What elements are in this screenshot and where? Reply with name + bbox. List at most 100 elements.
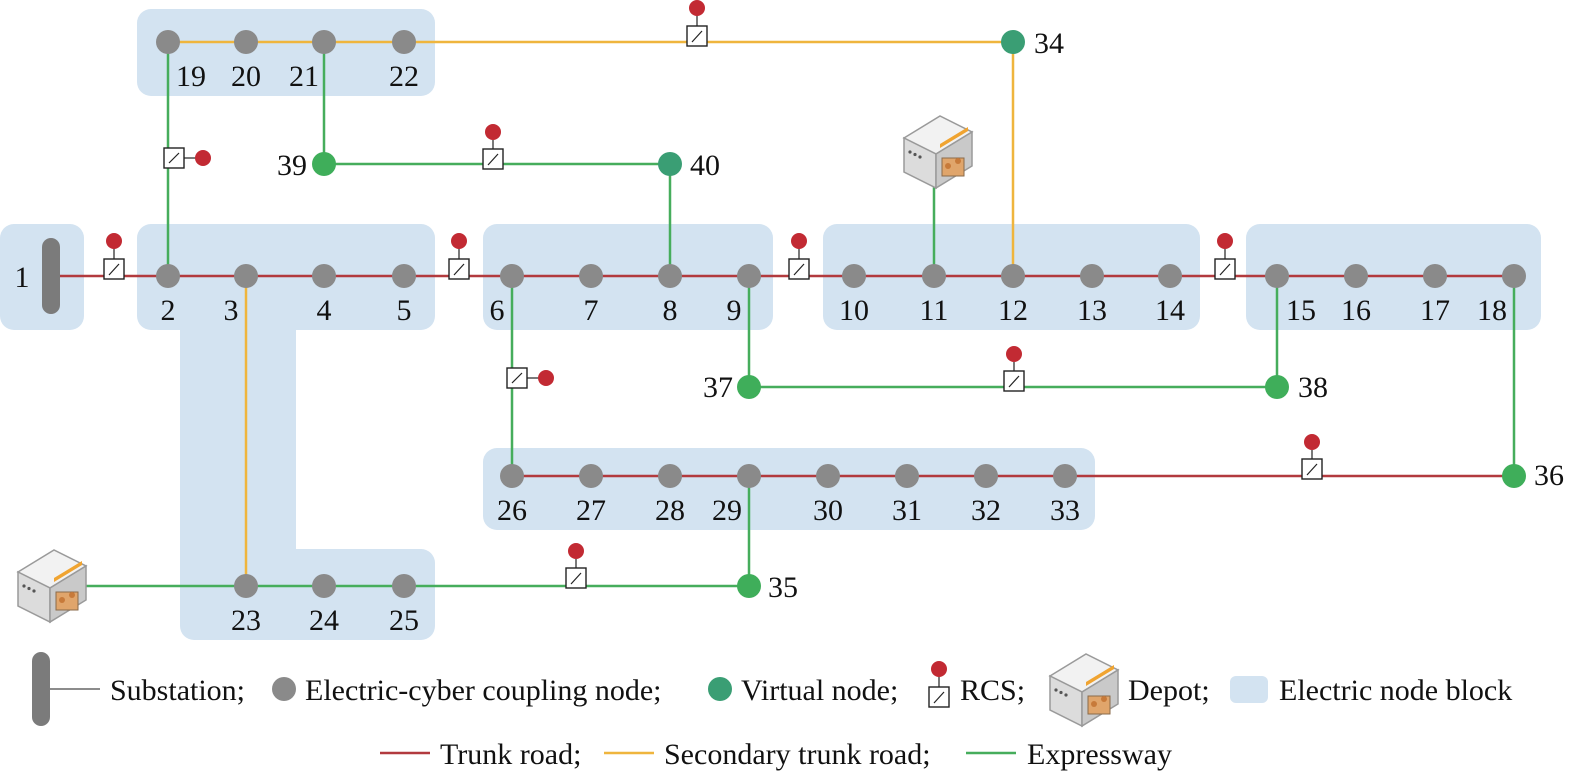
rcs-icon	[506, 367, 554, 389]
node-23	[234, 574, 258, 598]
node-27	[579, 464, 603, 488]
label-node-26: 26	[497, 494, 527, 527]
node-34	[1001, 30, 1025, 54]
label-node-24: 24	[309, 604, 339, 637]
label-node-34: 34	[1034, 27, 1064, 60]
legend-coupling-node-icon	[272, 677, 296, 701]
secondary-trunk-roads	[168, 40, 1015, 586]
node-33	[1053, 464, 1077, 488]
node-13	[1080, 264, 1104, 288]
rcs-icon	[788, 233, 810, 280]
depot-icon	[903, 115, 973, 189]
legend-rcs-icon	[928, 661, 950, 708]
label-node-8: 8	[663, 294, 678, 327]
label-node-31: 31	[892, 494, 922, 527]
electric-node-blocks	[0, 9, 1541, 640]
node-15	[1265, 264, 1289, 288]
node-24	[312, 574, 336, 598]
label-node-32: 32	[971, 494, 1001, 527]
label-node-18: 18	[1477, 294, 1507, 327]
label-node-30: 30	[813, 494, 843, 527]
label-node-28: 28	[655, 494, 685, 527]
node-8	[658, 264, 682, 288]
label-node-36: 36	[1534, 459, 1564, 492]
label-node-9: 9	[727, 294, 742, 327]
legend-depot-label: Depot;	[1128, 674, 1210, 707]
label-node-38: 38	[1298, 371, 1328, 404]
label-node-25: 25	[389, 604, 419, 637]
label-node-20: 20	[231, 60, 261, 93]
node-32	[974, 464, 998, 488]
label-node-12: 12	[998, 294, 1028, 327]
rcs-icon	[448, 233, 470, 280]
node-4	[312, 264, 336, 288]
node-39	[312, 152, 336, 176]
node-28	[658, 464, 682, 488]
legend-block-label: Electric node block	[1279, 674, 1512, 707]
legend-rcs-label: RCS;	[960, 674, 1025, 707]
node-40	[658, 152, 682, 176]
label-node-16: 16	[1341, 294, 1371, 327]
rcs-icon	[482, 124, 504, 170]
node-25	[392, 574, 416, 598]
rcs-switches	[103, 0, 1323, 589]
node-5	[392, 264, 416, 288]
rcs-icon	[1214, 233, 1236, 280]
label-node-15: 15	[1286, 294, 1316, 327]
rcs-icon	[163, 147, 211, 169]
node-11	[922, 264, 946, 288]
label-node-14: 14	[1155, 294, 1185, 327]
label-node-39: 39	[277, 149, 307, 182]
label-node-37: 37	[703, 371, 733, 404]
virtual-nodes	[312, 30, 1526, 598]
node-labels: 2 3 4 5 6 7 8 9 10 11 12 13 14 15 16 17 …	[161, 27, 1565, 637]
rcs-icon	[1003, 346, 1025, 392]
node-2	[156, 264, 180, 288]
legend-substation-icon	[32, 652, 50, 726]
substation-label: 1	[15, 261, 30, 294]
label-node-7: 7	[584, 294, 599, 327]
node-19	[156, 30, 180, 54]
block-2-5-23-25	[137, 224, 435, 640]
node-10	[842, 264, 866, 288]
label-node-13: 13	[1077, 294, 1107, 327]
block-19-22	[137, 9, 435, 96]
node-21	[312, 30, 336, 54]
node-18	[1502, 264, 1526, 288]
rcs-icon	[686, 0, 708, 47]
label-node-3: 3	[224, 294, 239, 327]
node-37	[737, 375, 761, 399]
label-node-40: 40	[690, 149, 720, 182]
legend-depot-icon	[1049, 653, 1119, 727]
label-node-23: 23	[231, 604, 261, 637]
label-node-21: 21	[289, 60, 319, 93]
label-node-17: 17	[1420, 294, 1450, 327]
legend-virtual-node-icon	[708, 677, 732, 701]
node-14	[1158, 264, 1182, 288]
node-20	[234, 30, 258, 54]
node-17	[1423, 264, 1447, 288]
label-node-19: 19	[176, 60, 206, 93]
legend: Substation; Electric-cyber coupling node…	[32, 652, 1512, 771]
label-node-27: 27	[576, 494, 606, 527]
label-node-29: 29	[712, 494, 742, 527]
node-36	[1502, 464, 1526, 488]
legend-secondary-road-label: Secondary trunk road;	[664, 738, 931, 771]
legend-expressway-label: Expressway	[1027, 738, 1172, 771]
label-node-4: 4	[317, 294, 332, 327]
legend-trunk-road-label: Trunk road;	[440, 738, 581, 771]
node-30	[816, 464, 840, 488]
rcs-icon	[103, 233, 125, 280]
node-26	[500, 464, 524, 488]
legend-substation-label: Substation;	[110, 674, 245, 707]
label-node-11: 11	[920, 294, 949, 327]
node-9	[737, 264, 761, 288]
legend-virtual-node-label: Virtual node;	[741, 674, 898, 707]
legend-coupling-node-label: Electric-cyber coupling node;	[305, 674, 662, 707]
node-31	[895, 464, 919, 488]
block-26-33	[483, 448, 1095, 530]
coupling-nodes	[156, 30, 1526, 598]
label-node-6: 6	[490, 294, 505, 327]
node-35	[737, 574, 761, 598]
